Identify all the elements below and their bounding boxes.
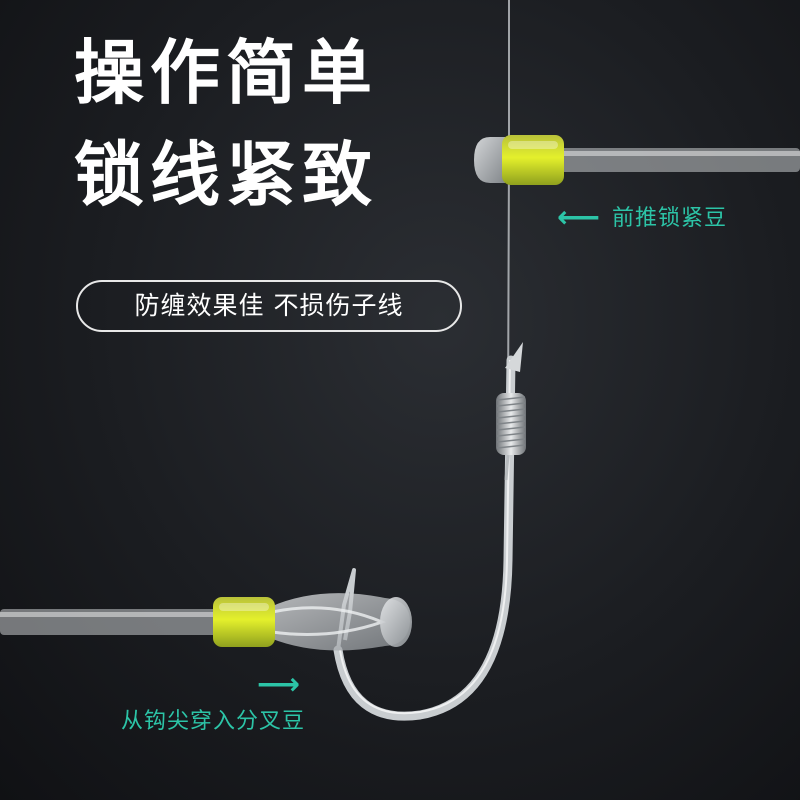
top-bead-yellow bbox=[502, 135, 564, 185]
headline-line-1: 操作简单 bbox=[74, 32, 378, 114]
headline-line-2: 锁线紧致 bbox=[74, 134, 378, 216]
callout-top: 前推锁紧豆 bbox=[612, 206, 728, 231]
top-line bbox=[560, 148, 800, 172]
hook-spade bbox=[505, 342, 523, 372]
bottom-bead-yellow bbox=[213, 597, 275, 647]
feature-badge: 防缠效果佳 不损伤子线 bbox=[76, 280, 462, 332]
hook-shank bbox=[333, 355, 516, 721]
left-arrow-icon: ⟵ bbox=[557, 200, 601, 235]
bottom-line bbox=[0, 609, 226, 635]
right-arrow-icon: ⟶ bbox=[257, 667, 301, 702]
top-bead-clear bbox=[474, 137, 505, 183]
callout-bottom: 从钩尖穿入分叉豆 bbox=[121, 709, 306, 734]
